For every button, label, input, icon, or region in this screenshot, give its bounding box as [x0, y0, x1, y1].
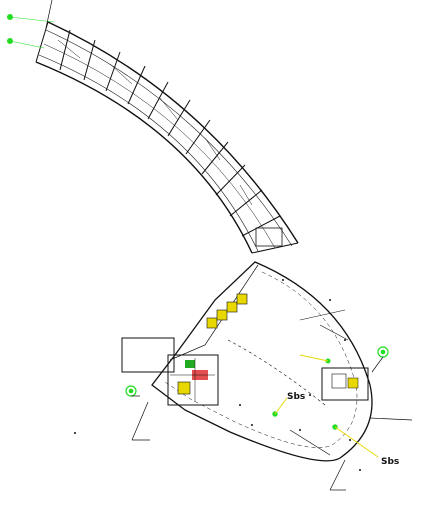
leader-lines	[45, 0, 413, 491]
grid-markers	[7, 14, 389, 430]
detail-dots	[74, 279, 361, 471]
right-core	[321, 367, 369, 401]
left-core	[121, 337, 219, 406]
sbs-label: Sbs	[381, 457, 399, 467]
yellow-leaders	[274, 354, 379, 458]
stair-strip	[206, 293, 248, 329]
curved-corridor	[35, 21, 299, 254]
sbs-label: Sbs	[287, 392, 305, 402]
